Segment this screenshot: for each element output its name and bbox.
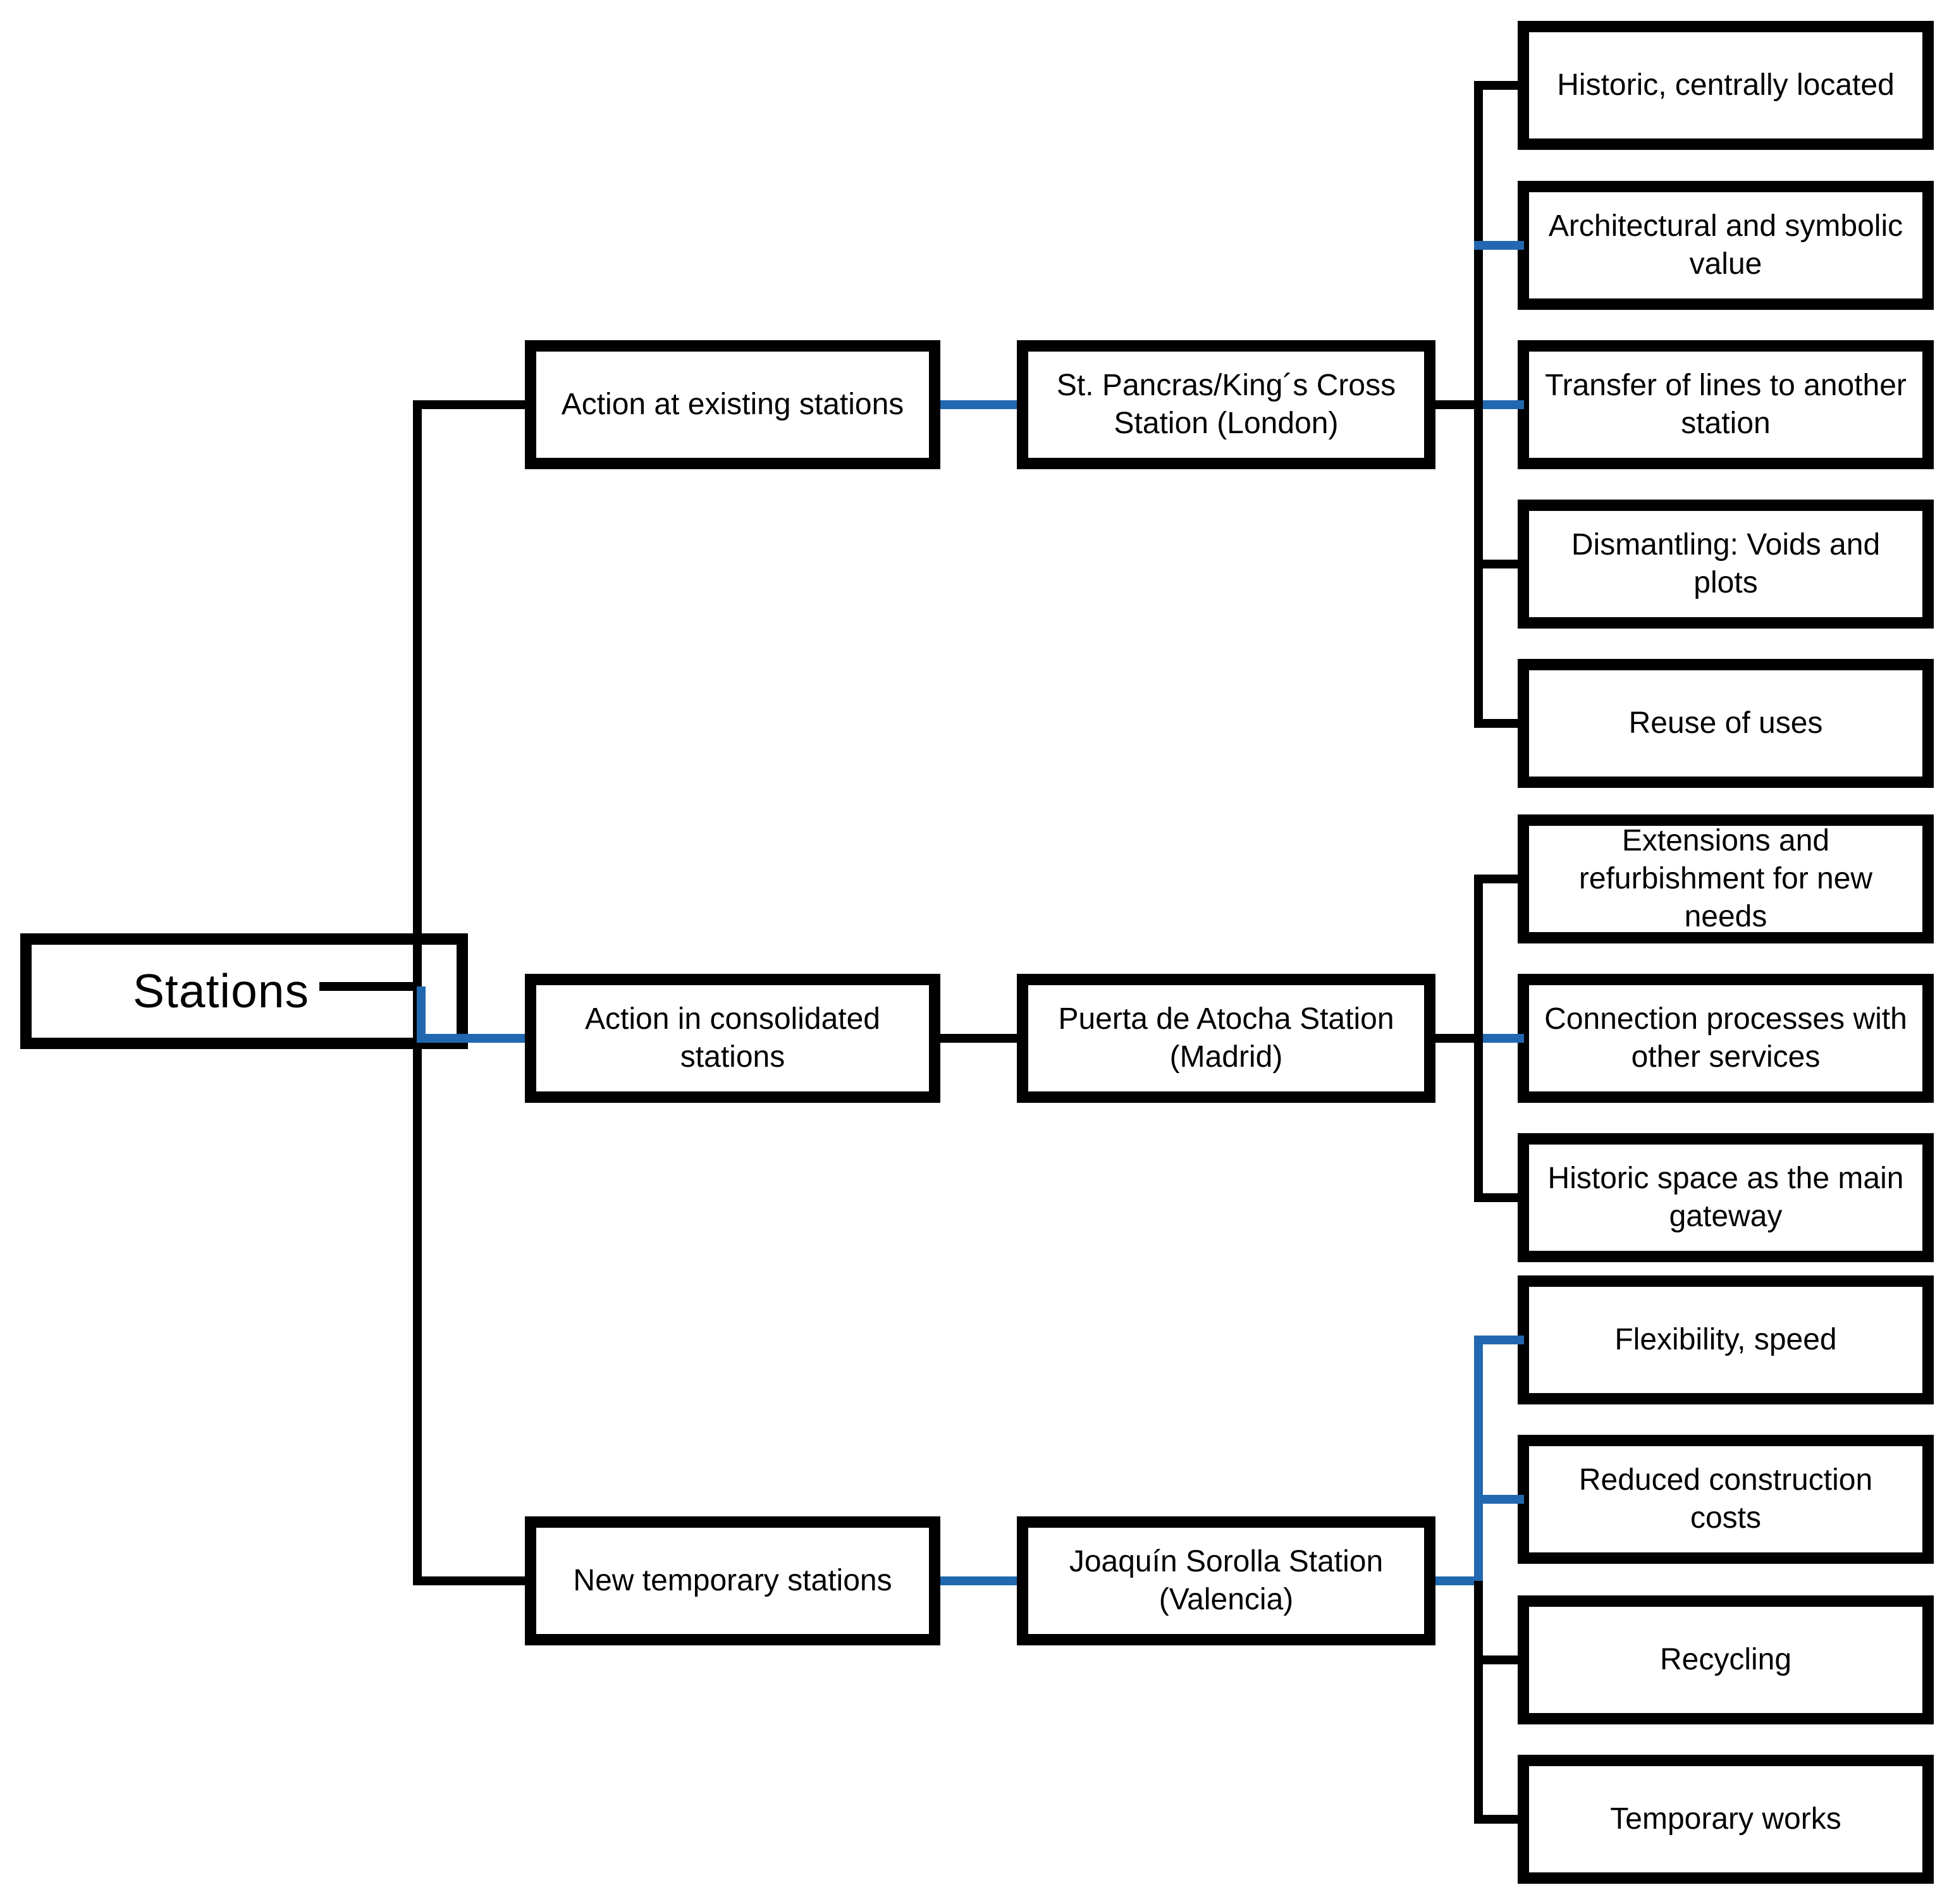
node-new-temporary-stations: New temporary stations [525,1516,940,1645]
g3-branch-station-connector [940,1576,1017,1585]
g1-leaf-stub-1 [1474,81,1524,90]
g3-leaf-trunk-black-line [1474,1581,1483,1824]
node-flexibility-speed: Flexibility, speed [1518,1275,1934,1404]
g1-leaf-stub-3 [1483,400,1524,409]
node-puerta-de-atocha: Puerta de Atocha Station (Madrid) [1017,974,1435,1103]
g1-leaf-stub-4 [1474,560,1524,568]
node-action-consolidated-stations: Action in consolidated stations [525,974,940,1103]
node-recycling: Recycling [1518,1595,1934,1724]
g2-leaf-stub-1 [1474,875,1524,883]
g3-leaf-stub-2 [1474,1495,1524,1504]
node-connection-processes: Connection processes with other services [1518,974,1934,1103]
node-temporary-works: Temporary works [1518,1755,1934,1884]
g2-leaf-stub-3 [1474,1193,1524,1202]
g2-leaf-trunk-line [1474,875,1483,1202]
g2-branch-station-connector [940,1034,1017,1043]
g1-station-trunk-connector [1435,400,1478,409]
g3-leaf-trunk-blue-line [1474,1336,1483,1585]
node-reduced-construction-costs: Reduced construction costs [1518,1435,1934,1564]
node-st-pancras-kings-cross: St. Pancras/King´s Cross Station (London… [1017,340,1435,469]
node-dismantling-voids-plots: Dismantling: Voids and plots [1518,500,1934,629]
g2-station-trunk-connector [1435,1034,1478,1043]
root-blue-elbow-vertical [417,986,426,1043]
g3-branch-stub-line [413,1576,536,1585]
node-extensions-refurbishment: Extensions and refurbishment for new nee… [1518,814,1934,943]
g2-leaf-stub-2 [1483,1034,1524,1043]
node-joaquin-sorolla: Joaquín Sorolla Station (Valencia) [1017,1516,1435,1645]
node-historic-centrally-located: Historic, centrally located [1518,21,1934,150]
g1-branch-station-connector [940,400,1017,409]
node-stations: Stations [20,933,468,1049]
g3-leaf-stub-4 [1474,1815,1524,1824]
node-transfer-of-lines: Transfer of lines to another station [1518,340,1934,469]
g3-leaf-stub-1 [1474,1336,1524,1344]
g1-leaf-trunk-line [1474,81,1483,728]
node-action-existing-stations: Action at existing stations [525,340,940,469]
node-reuse-of-uses: Reuse of uses [1518,659,1934,788]
g3-station-trunk-connector [1435,1576,1478,1585]
g1-leaf-stub-5 [1474,719,1524,728]
root-blue-elbow-horizontal [417,1034,525,1043]
node-historic-space-gateway: Historic space as the main gateway [1518,1133,1934,1262]
g1-leaf-stub-2 [1474,241,1524,250]
g1-branch-stub-line [413,400,536,409]
node-architectural-symbolic-value: Architectural and symbolic value [1518,181,1934,310]
g3-leaf-stub-3 [1474,1655,1524,1664]
root-connector-line [319,982,417,991]
